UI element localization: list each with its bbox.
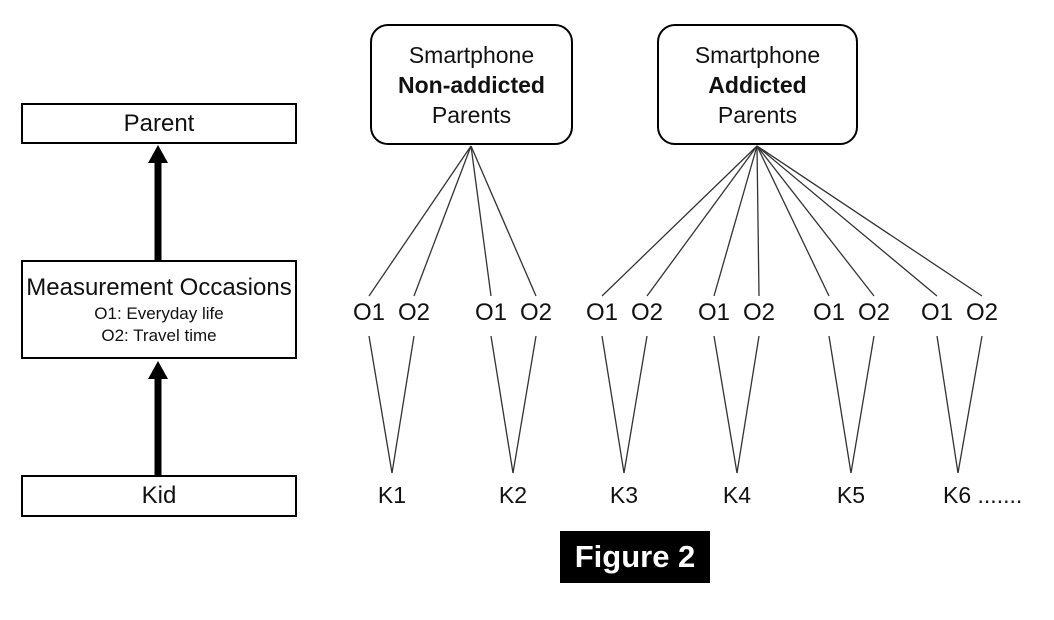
occasion-o2-pair6: O2 <box>965 299 998 326</box>
fan-lines-non-addicted <box>368 145 537 297</box>
occasion-o2-pair4: O2 <box>742 299 775 326</box>
non-addicted-line1: Smartphone <box>408 41 535 68</box>
pair-lines-k6 <box>936 335 983 474</box>
pair-lines-k2 <box>490 335 537 474</box>
occasion-o1-pair6: O1 <box>920 299 953 326</box>
pair-lines-k5 <box>828 335 875 474</box>
addicted-line2: Addicted <box>708 71 807 98</box>
figure-caption: Figure 2 <box>560 531 710 583</box>
fan-lines-addicted <box>601 145 983 297</box>
addicted-parents-box: Smartphone Addicted Parents <box>657 24 858 145</box>
occasion-o2-pair2: O2 <box>519 299 552 326</box>
kid-label-k3: K3 <box>609 482 639 508</box>
measurement-item-o1: O1: Everyday life <box>94 303 224 323</box>
occasion-o1-pair4: O1 <box>697 299 730 326</box>
occasion-o1-pair2: O1 <box>474 299 507 326</box>
occasion-o2-pair3: O2 <box>630 299 663 326</box>
occasion-o1-pair1: O1 <box>352 299 385 326</box>
parent-label: Parent <box>123 109 195 137</box>
occasion-o1-pair3: O1 <box>585 299 618 326</box>
kid-label-k5: K5 <box>836 482 866 508</box>
pair-lines-k4 <box>713 335 760 474</box>
non-addicted-line2: Non-addicted <box>398 71 545 98</box>
arrow-measurement-to-parent <box>148 145 168 260</box>
arrow-kid-to-measurement <box>148 361 168 475</box>
occasion-o2-pair5: O2 <box>857 299 890 326</box>
pair-lines-k1 <box>368 335 415 474</box>
kid-label-k4: K4 <box>722 482 752 508</box>
non-addicted-parents-box: Smartphone Non-addicted Parents <box>370 24 573 145</box>
measurement-item-o2: O2: Travel time <box>101 325 217 345</box>
non-addicted-line3: Parents <box>431 101 512 128</box>
kid-label-k1: K1 <box>377 482 407 508</box>
addicted-line3: Parents <box>717 101 798 128</box>
figure-caption-text: Figure 2 <box>574 539 696 574</box>
occasion-o1-pair5: O1 <box>812 299 845 326</box>
occasion-o2-pair1: O2 <box>397 299 430 326</box>
parent-box: Parent <box>21 103 297 144</box>
measurement-occasions-box: Measurement Occasions O1: Everyday life … <box>21 260 297 359</box>
kid-label-k6: K6 ....... <box>943 482 1023 508</box>
addicted-line1: Smartphone <box>694 41 821 68</box>
kid-label: Kid <box>141 482 177 509</box>
measurement-title: Measurement Occasions <box>26 273 292 301</box>
kid-box: Kid <box>21 475 297 517</box>
pair-lines-k3 <box>601 335 648 474</box>
kid-label-k2: K2 <box>498 482 528 508</box>
